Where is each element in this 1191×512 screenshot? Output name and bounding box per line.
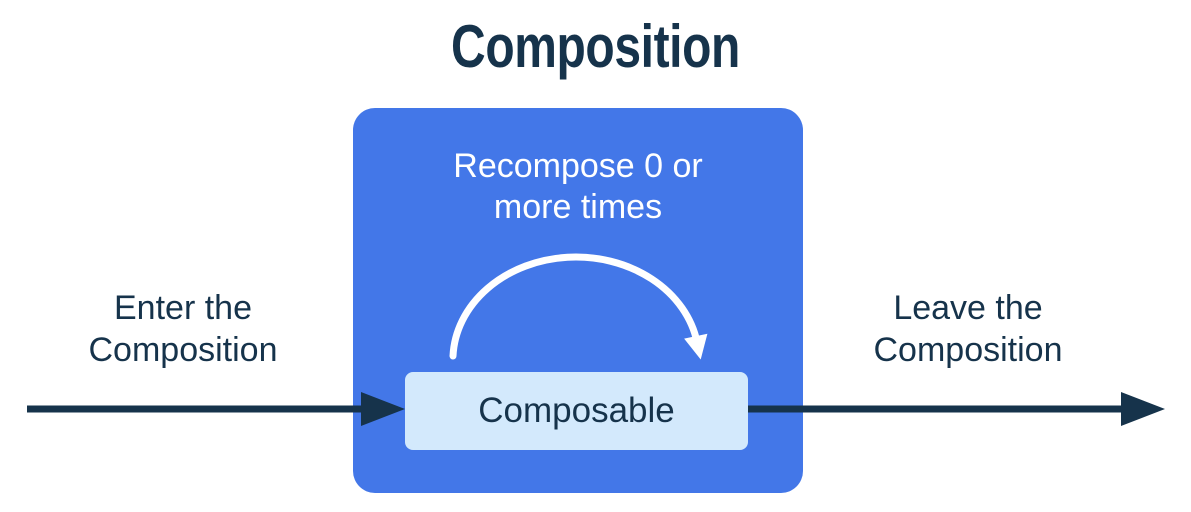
composition-box: Recompose 0 or more times Composable xyxy=(353,108,803,493)
enter-arrow-icon xyxy=(27,392,405,426)
recompose-arc-icon xyxy=(449,253,708,360)
composable-box: Composable xyxy=(405,372,748,450)
composable-label: Composable xyxy=(478,391,675,430)
recompose-label: Recompose 0 or more times xyxy=(453,147,703,226)
enter-composition-label: Enter the Composition xyxy=(88,289,278,369)
leave-composition-label: Leave the Composition xyxy=(873,289,1063,369)
diagram-title: Composition xyxy=(451,13,740,80)
leave-arrow-icon xyxy=(748,392,1165,426)
